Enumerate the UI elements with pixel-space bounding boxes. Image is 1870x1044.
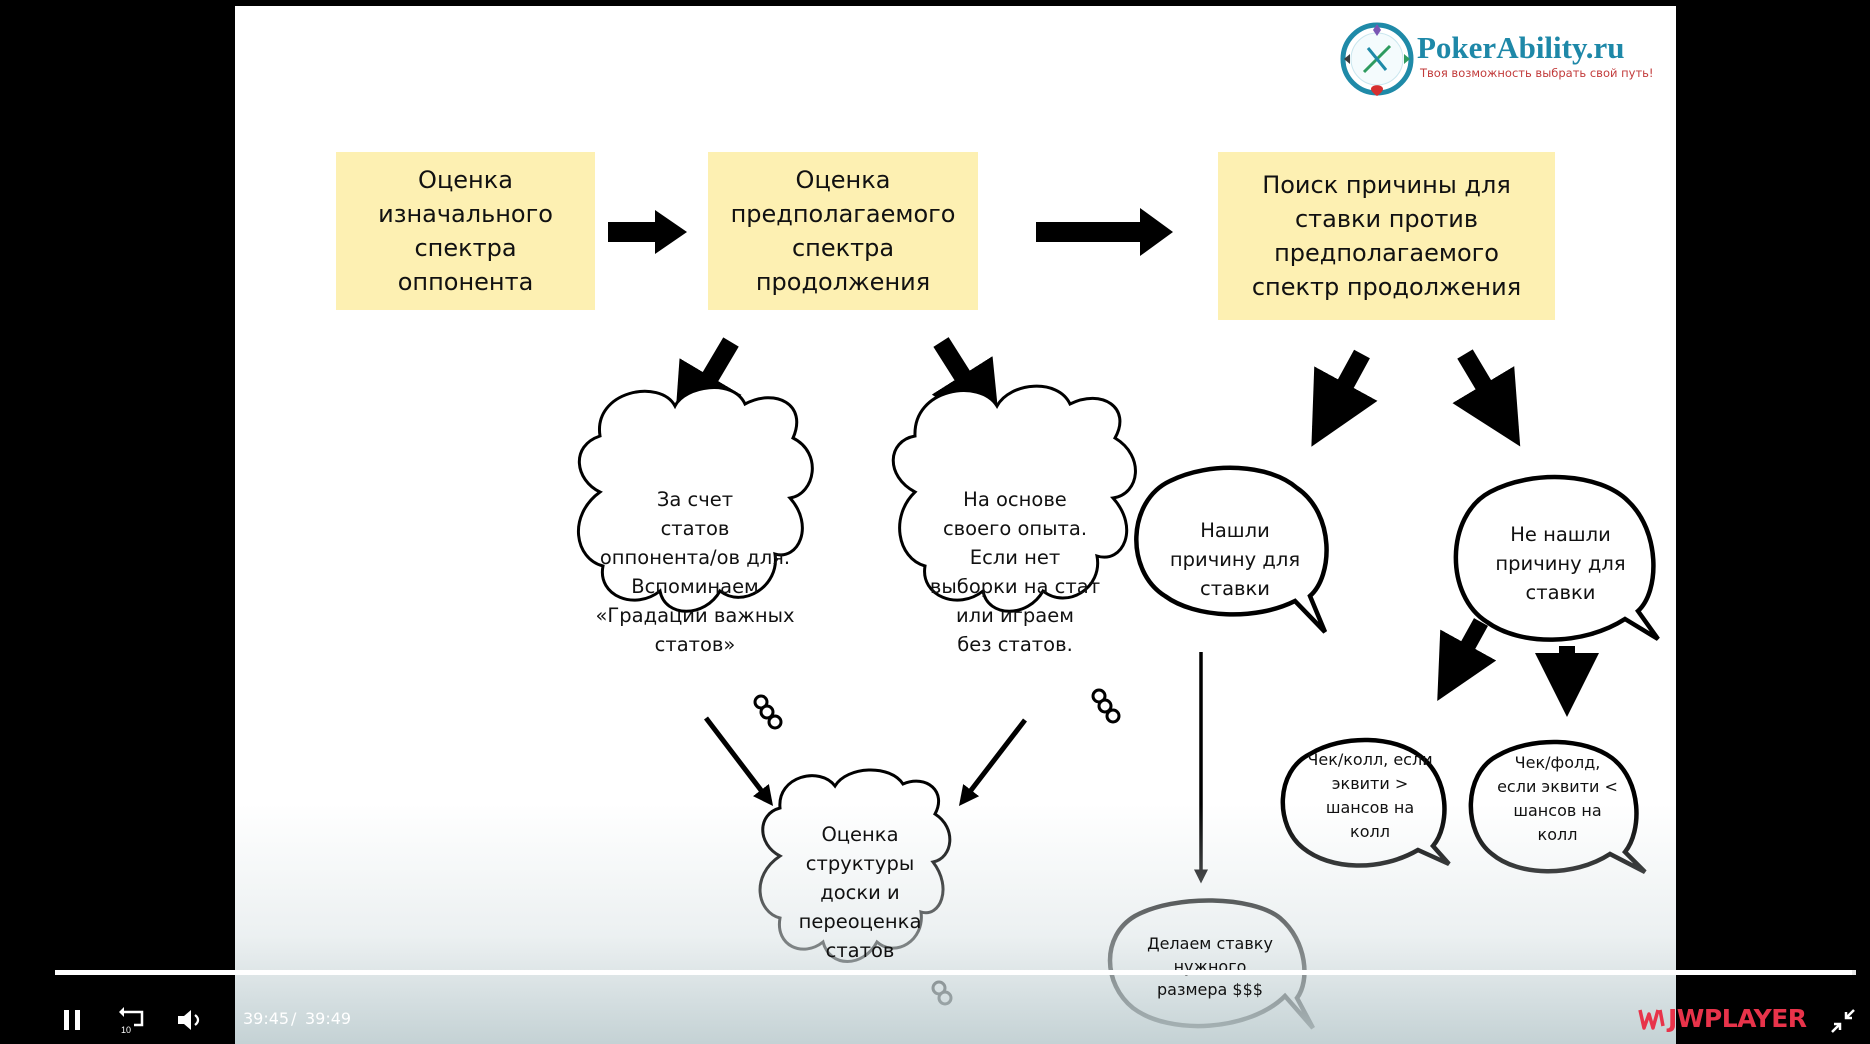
box-bet-reason: Поиск причины для ставки против предпола…	[1218, 152, 1555, 320]
box-initial-range: Оценка изначального спектра оппонента	[336, 152, 595, 310]
jwplayer-logo[interactable]: JWPLAYER	[1668, 1004, 1807, 1033]
bubble-check-fold-text: Чек/фолд, если эквити < шансов на колл	[1497, 753, 1618, 844]
progress-bar-fill	[55, 970, 1853, 975]
bubble-not-found-text: Не нашли причину для ставки	[1495, 522, 1626, 604]
bubble-found-text: Нашли причину для ставки	[1169, 518, 1301, 600]
arrow-to-not-found	[1452, 349, 1521, 447]
bubble-check-call-text: Чек/колл, если эквити > шансов на колл	[1307, 750, 1433, 841]
arrow-experience-to-board	[958, 718, 1027, 806]
arrow-right-1	[608, 210, 687, 254]
background-fade	[235, 804, 1676, 1044]
arrow-stats-to-board	[704, 716, 774, 806]
box-continuation-range-text: Оценка предполагаемого спектра продолжен…	[730, 166, 956, 296]
jwplayer-logo-icon[interactable]	[1638, 1006, 1668, 1032]
cloud-stats	[576, 386, 814, 730]
arrow-to-check-call	[1437, 618, 1497, 701]
box-continuation-range: Оценка предполагаемого спектра продолжен…	[708, 152, 978, 310]
time-separator: /	[291, 1009, 297, 1028]
volume-icon[interactable]	[176, 1007, 204, 1033]
box-initial-range-text: Оценка изначального спектра оппонента	[378, 166, 553, 296]
pause-icon[interactable]	[61, 1008, 85, 1032]
box-bet-reason-text: Поиск причины для ставки против предпола…	[1251, 171, 1522, 301]
arrow-to-found	[1311, 349, 1378, 447]
cloud-board-text: Оценка структуры доски и переоценка стат…	[798, 822, 922, 962]
bubble-found	[1134, 465, 1329, 634]
fullscreen-exit-icon[interactable]	[1830, 1008, 1856, 1034]
logo-tagline: Твоя возможность выбрать свой путь!	[1420, 66, 1654, 80]
cloud-experience-text: На основе своего опыта. Если нет выборки…	[929, 488, 1101, 656]
cloud-experience	[891, 384, 1137, 724]
logo-title: PokerAbility.ru	[1417, 30, 1625, 65]
duration: 39:49	[305, 1009, 352, 1028]
rewind-10-label: 10	[121, 1025, 131, 1035]
bubble-not-found	[1453, 474, 1660, 642]
pokerability-logo-icon	[1340, 22, 1414, 96]
bubble-bet-text: Делаем ставку нужного размера $$$	[1147, 933, 1273, 999]
current-time: 39:45	[243, 1009, 290, 1028]
video-frame[interactable]: PokerAbility.ru Твоя возможность выбрать…	[235, 6, 1676, 1044]
cloud-stats-text: За счет статов оппонента/ов для. Вспомин…	[595, 488, 795, 656]
rewind-10-icon[interactable]: 10	[118, 1005, 148, 1035]
arrow-right-2	[1036, 208, 1173, 256]
